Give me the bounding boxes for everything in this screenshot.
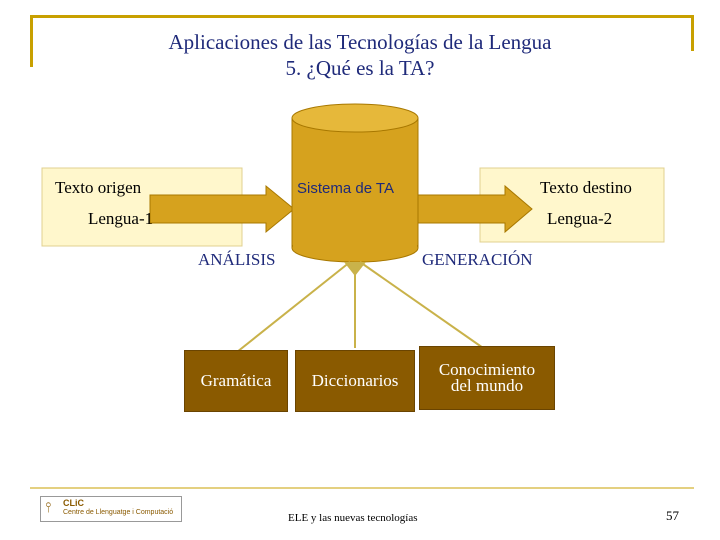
analysis-label: ANÁLISIS (198, 250, 276, 269)
target-text-label: Texto destino (540, 178, 632, 197)
clic-logo-subtitle: Centre de Llenguatge i Computació (63, 509, 174, 516)
clic-logo-mark: ⫯ (45, 499, 52, 515)
resource-conocimiento-label: Conocimiento (438, 360, 536, 379)
slide-subtitle: 5. ¿Qué es la TA? (285, 56, 435, 80)
slide-title: Aplicaciones de las Tecnologías de la Le… (168, 30, 552, 54)
target-language-label: Lengua-2 (547, 209, 613, 228)
resource-gramatica: Gramática (184, 350, 288, 412)
page-number: 57 (666, 508, 679, 523)
resource-conocimiento: Conocimiento del mundo (419, 346, 555, 410)
footer-course: ELE y las nuevas tecnologías (288, 512, 418, 524)
slide-frame-right (691, 15, 694, 51)
link-arrowhead (344, 262, 366, 276)
resource-gramatica-label: Gramática (200, 371, 272, 390)
resource-diccionarios: Diccionarios (295, 350, 415, 412)
resource-mundo-label: del mundo (450, 376, 524, 395)
system-cylinder (291, 103, 419, 263)
slide-frame-left (30, 15, 33, 67)
source-text-label: Texto origen (55, 178, 142, 197)
system-label: Sistema de TA (297, 180, 394, 197)
clic-logo: ⫯ CLiC Centre de Llenguatge i Computació (40, 496, 182, 522)
source-language-label: Lengua-1 (88, 209, 154, 228)
generation-label: GENERACIÓN (422, 250, 533, 269)
link-gramatica (236, 261, 351, 353)
slide-frame-top (30, 15, 694, 18)
link-conocimiento (359, 261, 487, 351)
resource-diccionarios-label: Diccionarios (311, 371, 399, 390)
target-arrow (415, 184, 533, 234)
clic-logo-title: CLiC (63, 498, 84, 508)
source-arrow (149, 184, 295, 234)
